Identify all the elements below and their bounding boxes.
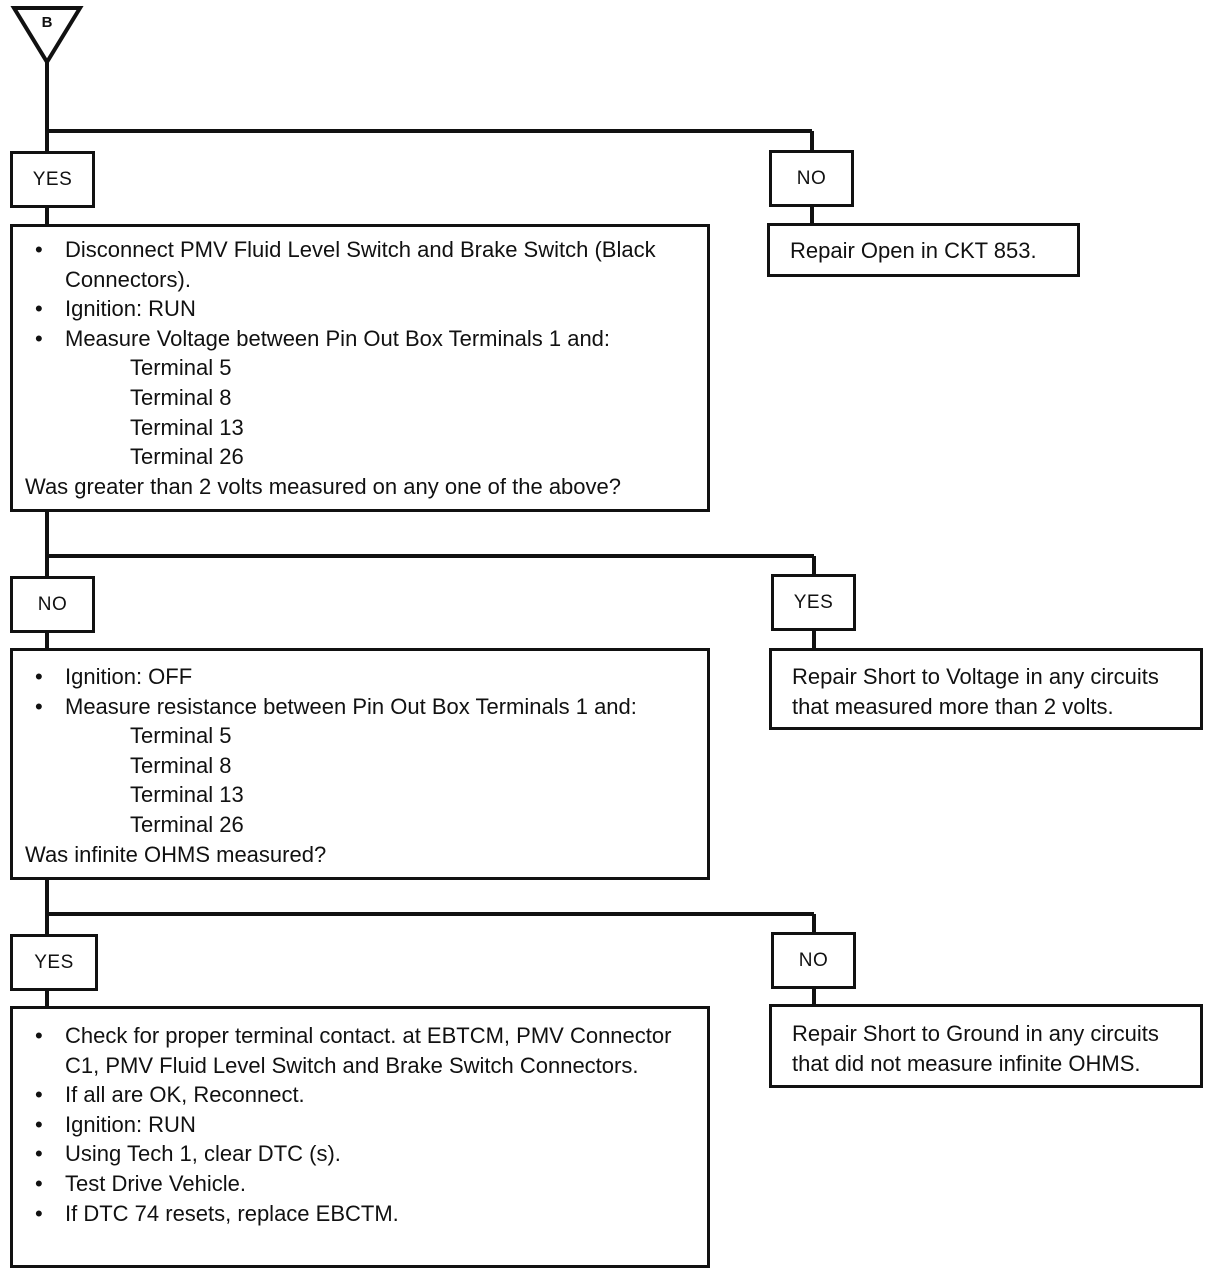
- step2-bullet: Ignition: OFF: [35, 662, 697, 692]
- step2-question: Was infinite OHMS measured?: [25, 841, 327, 867]
- result1-text: Repair Open in CKT 853.: [790, 238, 1037, 263]
- step1-bullet: Ignition: RUN: [35, 294, 697, 324]
- step1-terminal: Terminal 5: [130, 355, 232, 381]
- connector-triangle-icon: [10, 6, 84, 66]
- step2-bullet: Measure resistance between Pin Out Box T…: [35, 692, 697, 722]
- step3-bullet: Using Tech 1, clear DTC (s).: [35, 1139, 697, 1169]
- no-label: NO: [10, 576, 95, 633]
- step3-bullet: Ignition: RUN: [35, 1110, 697, 1140]
- result3-text: Repair Short to Ground in any circuits t…: [792, 1021, 1159, 1076]
- yes-label: YES: [10, 934, 98, 991]
- step2-box: Ignition: OFF Measure resistance between…: [10, 648, 710, 880]
- no-label: NO: [769, 150, 854, 207]
- step3-bullet: If DTC 74 resets, replace EBCTM.: [35, 1199, 697, 1229]
- result1-box: Repair Open in CKT 853.: [767, 223, 1080, 277]
- step2-terminal: Terminal 13: [130, 782, 244, 808]
- result2-box: Repair Short to Voltage in any circuits …: [769, 648, 1203, 730]
- step1-terminal: Terminal 13: [130, 414, 244, 440]
- step1-bullet: Measure Voltage between Pin Out Box Term…: [35, 324, 697, 354]
- step3-bullet: Test Drive Vehicle.: [35, 1169, 697, 1199]
- step1-terminal: Terminal 26: [130, 444, 244, 470]
- step1-bullet: Disconnect PMV Fluid Level Switch and Br…: [35, 235, 697, 294]
- step1-terminal: Terminal 8: [130, 384, 232, 410]
- result3-box: Repair Short to Ground in any circuits t…: [769, 1004, 1203, 1088]
- yes-label: YES: [771, 574, 856, 631]
- yes-label: YES: [10, 151, 95, 208]
- step1-question: Was greater than 2 volts measured on any…: [25, 473, 621, 499]
- step3-box: Check for proper terminal contact. at EB…: [10, 1006, 710, 1268]
- result2-text: Repair Short to Voltage in any circuits …: [792, 664, 1159, 719]
- step3-bullet: If all are OK, Reconnect.: [35, 1080, 697, 1110]
- step2-terminal: Terminal 26: [130, 811, 244, 837]
- no-label: NO: [771, 932, 856, 989]
- step2-terminal: Terminal 8: [130, 752, 232, 778]
- step3-bullet: Check for proper terminal contact. at EB…: [35, 1021, 697, 1080]
- step2-terminal: Terminal 5: [130, 723, 232, 749]
- step1-box: Disconnect PMV Fluid Level Switch and Br…: [10, 224, 710, 512]
- connector-letter: B: [41, 14, 53, 31]
